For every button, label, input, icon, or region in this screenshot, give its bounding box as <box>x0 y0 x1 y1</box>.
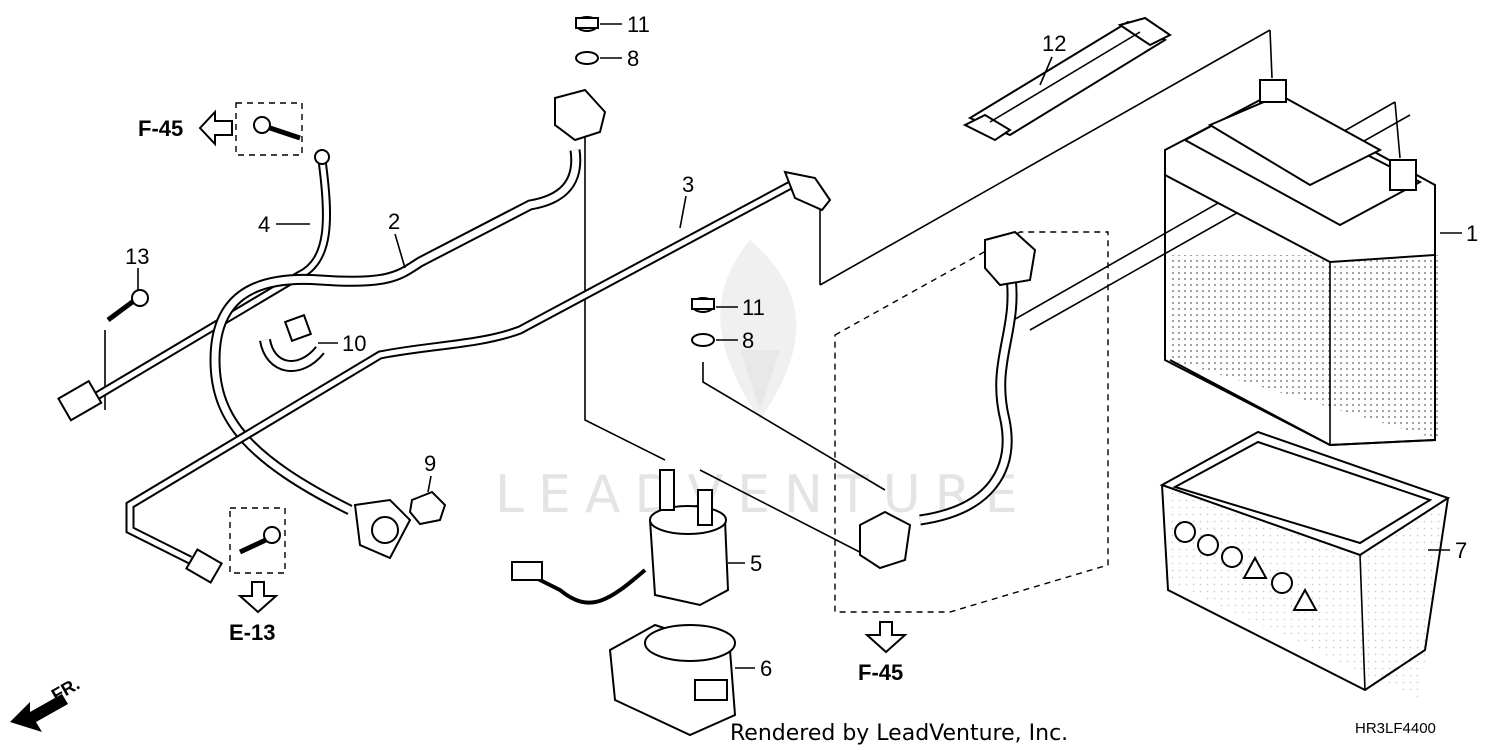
callout-8: 8 <box>742 328 754 353</box>
document-id: HR3LF4400 <box>1355 720 1436 737</box>
callout-1: 1 <box>1466 221 1478 246</box>
svg-text:F-45: F-45 <box>858 660 903 685</box>
callout-8: 8 <box>627 46 639 71</box>
starter-relay <box>511 469 730 607</box>
bolt-group-box <box>235 102 303 156</box>
callout-3: 3 <box>682 172 694 197</box>
callout-13: 13 <box>125 244 149 269</box>
callout-11: 11 <box>627 12 650 37</box>
callout-12: 12 <box>1042 31 1066 56</box>
callout-6: 6 <box>760 656 772 681</box>
hardware <box>106 16 715 555</box>
callout-4: 4 <box>258 212 270 237</box>
reference-f45-top: F-45 <box>138 109 233 147</box>
battery-positive-lead <box>859 230 1037 570</box>
callout-7: 7 <box>1455 538 1467 563</box>
front-direction-marker: FR. <box>10 674 83 732</box>
footer-credit: Rendered by LeadVenture, Inc. <box>730 721 1068 746</box>
front-arrow-icon <box>10 694 68 732</box>
left-arrow-icon <box>198 109 233 147</box>
cable-group-box <box>834 231 1109 613</box>
down-arrow-icon <box>864 621 908 654</box>
battery-box <box>1159 430 1451 700</box>
ground-cable <box>57 149 332 422</box>
svg-text:E-13: E-13 <box>229 620 275 645</box>
positive-cable <box>125 170 832 584</box>
callout-2: 2 <box>388 209 400 234</box>
battery <box>1164 79 1440 447</box>
cable-tie <box>259 313 325 372</box>
callout-leaders <box>137 23 1462 669</box>
watermark: LEADVENTURE <box>495 240 1018 525</box>
relay-cover <box>608 623 737 737</box>
callout-10: 10 <box>342 331 366 356</box>
starter-cable <box>209 88 607 560</box>
callout-9: 9 <box>424 451 436 476</box>
callout-5: 5 <box>750 551 762 576</box>
reference-f45-bottom: F-45 <box>858 621 908 685</box>
down-arrow-icon <box>237 581 279 614</box>
callouts: 11 8 11 8 1 7 5 6 12 2 3 4 13 10 9 <box>125 12 1478 681</box>
bolt-group-box-lower <box>229 507 286 574</box>
battery-band <box>962 16 1172 142</box>
reference-e13: E-13 <box>229 581 279 645</box>
svg-text:F-45: F-45 <box>138 116 183 141</box>
callout-11: 11 <box>742 295 765 320</box>
